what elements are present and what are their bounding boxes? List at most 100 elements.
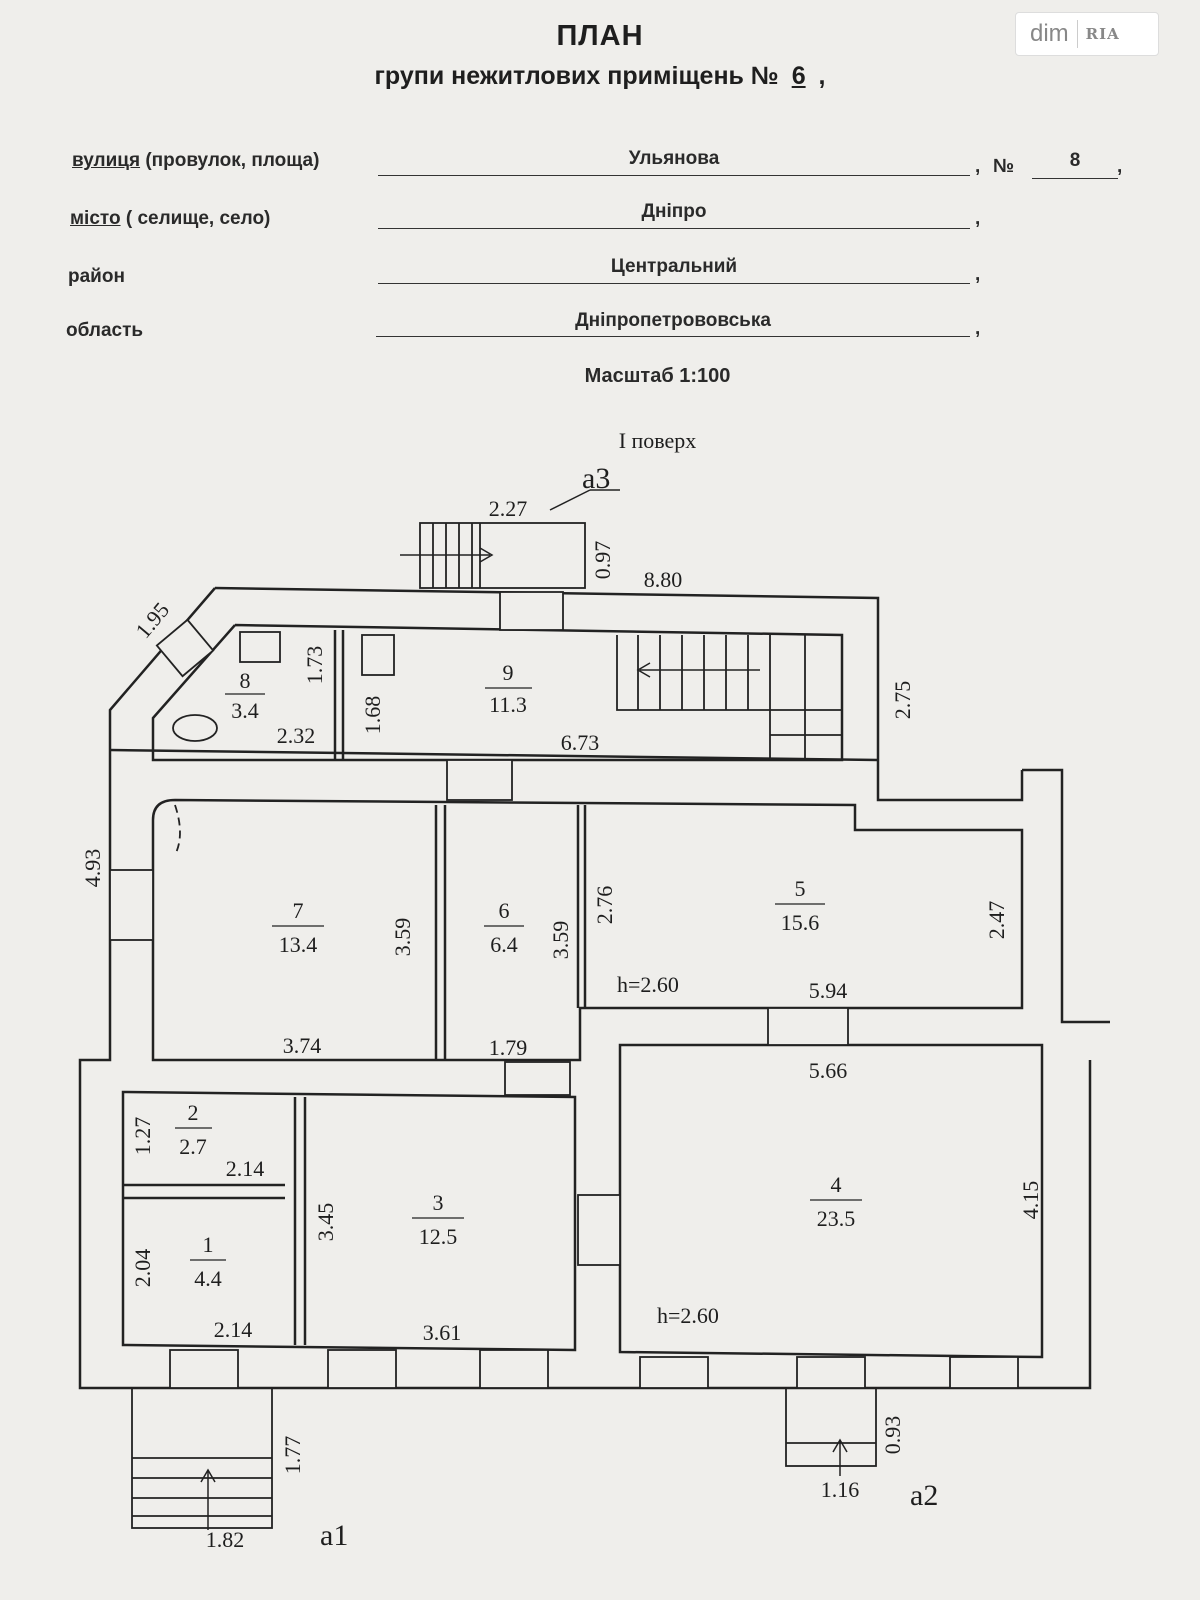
corridor-wall (109, 748, 879, 762)
logo-ria-text: RIA (1085, 25, 1120, 43)
room-9-area: 11.3 (489, 692, 527, 717)
dim-8-80: 8.80 (644, 567, 683, 592)
dimria-logo: dim RIA (1015, 12, 1159, 56)
room-8-number: 8 (240, 668, 251, 693)
sink-icon (239, 631, 281, 663)
porch-a3: a3 (582, 462, 610, 495)
dim-4-15: 4.15 (1018, 1181, 1043, 1220)
door-corridor-3 (504, 1061, 571, 1096)
room-6-area: 6.4 (490, 932, 518, 957)
house-no-label: № (993, 156, 1015, 177)
room-8-area: 3.4 (231, 698, 259, 723)
room-5-area: 15.6 (781, 910, 820, 935)
room-3-number: 3 (433, 1190, 444, 1215)
room-3-area: 12.5 (419, 1224, 458, 1249)
porch-a2: a2 (910, 1479, 938, 1512)
house-no-value: 8 (1069, 150, 1081, 171)
door-a2 (796, 1356, 866, 1389)
door-swing (174, 804, 181, 856)
outer-wall-top (214, 586, 1024, 802)
room-1-area: 4.4 (194, 1266, 222, 1291)
room-5-number: 5 (795, 876, 806, 901)
dim-5-66: 5.66 (809, 1058, 848, 1083)
window-1 (327, 1349, 397, 1389)
dim-1-68: 1.68 (360, 696, 385, 735)
city-comma: , (975, 208, 981, 229)
dim-3-45: 3.45 (313, 1203, 338, 1242)
logo-separator (1076, 20, 1078, 48)
east-wall (1022, 768, 1110, 1024)
room-4-number: 4 (831, 1172, 842, 1197)
subtitle-text: групи нежитлових приміщень № (374, 62, 779, 90)
subtitle-trail: , (818, 62, 826, 90)
room-2-area: 2.7 (179, 1134, 207, 1159)
height-lower: h=2.60 (657, 1303, 719, 1328)
street-line (378, 175, 970, 176)
page-subtitle: групи нежитлових приміщень № 6 , (0, 62, 1200, 91)
stairs-a2 (785, 1387, 877, 1467)
door-9-corridor (446, 759, 513, 801)
window-4 (949, 1356, 1019, 1389)
dim-2-04: 2.04 (130, 1249, 155, 1288)
city-value: Дніпро (641, 201, 707, 222)
toilet-icon (172, 714, 218, 742)
door-5-4 (767, 1007, 849, 1046)
dim-2-14-b: 2.14 (214, 1317, 253, 1342)
dim-0-97: 0.97 (590, 541, 615, 580)
district-line (378, 283, 970, 284)
dim-1-77: 1.77 (280, 1436, 305, 1475)
dim-3-74: 3.74 (283, 1033, 322, 1058)
street-value: Ульянова (628, 148, 720, 169)
dim-3-61: 3.61 (423, 1320, 462, 1345)
group-number: 6 (791, 62, 806, 90)
room-6-number: 6 (499, 898, 510, 923)
window-2 (479, 1349, 549, 1389)
city-label: місто ( селище, село) (70, 208, 271, 229)
floor-label: І поверх (618, 428, 697, 453)
dim-3-59-b: 3.59 (548, 921, 573, 960)
dim-6-73: 6.73 (561, 730, 600, 755)
stairs-inner (616, 635, 842, 760)
page-title: ПЛАН (556, 20, 644, 52)
city-line (378, 228, 970, 229)
dim-2-27: 2.27 (489, 496, 528, 521)
door-a1 (169, 1349, 239, 1389)
window-3 (639, 1356, 709, 1389)
height-upper: h=2.60 (617, 972, 679, 997)
dim-2-75: 2.75 (890, 681, 915, 720)
porch-a1: a1 (320, 1519, 348, 1552)
dim-3-59-a: 3.59 (390, 918, 415, 957)
room-1-number: 1 (203, 1232, 214, 1257)
dim-0-93: 0.93 (880, 1416, 905, 1455)
house-no-comma: , (1117, 156, 1123, 177)
street-comma: , (975, 156, 981, 177)
dim-2-14-a: 2.14 (226, 1156, 265, 1181)
room-7-number: 7 (293, 898, 304, 923)
room-4-area: 23.5 (817, 1206, 856, 1231)
dim-5-94: 5.94 (809, 978, 848, 1003)
door-3-4 (577, 1194, 621, 1266)
district-comma: , (975, 264, 981, 285)
dim-1-27: 1.27 (130, 1117, 155, 1156)
house-no-line (1032, 178, 1118, 179)
dim-1-73: 1.73 (302, 646, 327, 685)
street-label: вулиця (провулок, площа) (72, 150, 320, 171)
region-line (376, 336, 970, 337)
district-value: Центральний (610, 256, 738, 277)
dim-2-32: 2.32 (277, 723, 316, 748)
logo-dim-text: dim (1030, 20, 1069, 47)
dim-2-76: 2.76 (592, 886, 617, 925)
window-diag (155, 618, 215, 678)
scale-label: Масштаб 1:100 (584, 365, 731, 387)
outer-wall-left (78, 587, 1092, 1390)
dim-2-47: 2.47 (984, 901, 1009, 940)
dim-1-82: 1.82 (206, 1527, 245, 1552)
region-value: Дніпропетрововська (575, 310, 771, 331)
stove-icon (361, 634, 395, 676)
room-9-number: 9 (503, 660, 514, 685)
dim-4-93: 4.93 (80, 849, 105, 888)
window-left (109, 869, 154, 941)
dim-1-79: 1.79 (489, 1035, 528, 1060)
room-7-area: 13.4 (279, 932, 318, 957)
